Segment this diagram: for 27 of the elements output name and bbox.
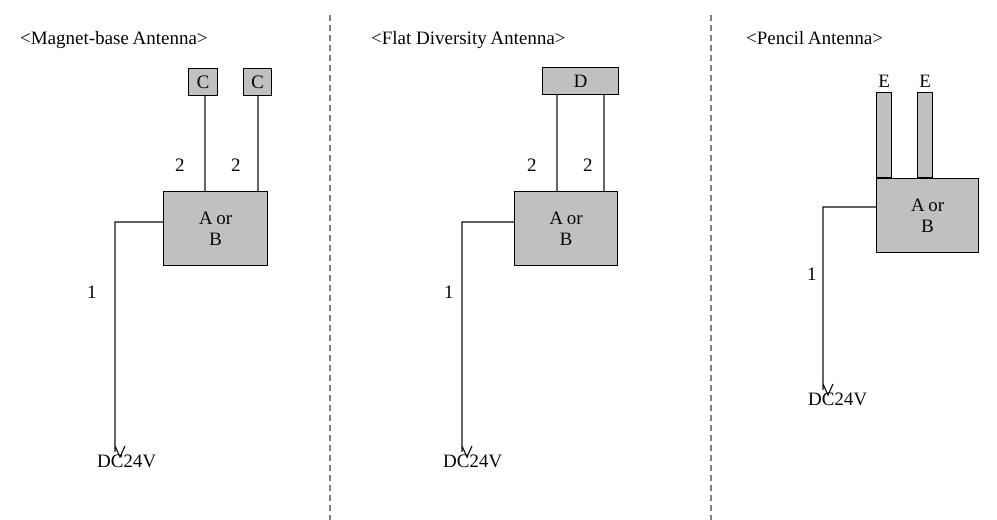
box-label: A or B <box>198 208 234 250</box>
box-label: C <box>251 72 264 92</box>
connector-line <box>204 96 206 191</box>
module-box <box>542 67 619 95</box>
arrow <box>822 206 876 396</box>
module-box <box>243 68 272 96</box>
voltage-label: DC24V <box>443 452 502 472</box>
panel-title: <Flat Diversity Antenna> <box>371 28 566 50</box>
module-box <box>876 178 979 253</box>
connector-line <box>603 95 605 191</box>
box-label: C <box>196 72 210 92</box>
panel-title: <Magnet-base Antenna> <box>20 28 208 50</box>
connector-line <box>257 96 259 191</box>
module-box <box>163 191 268 266</box>
connector-line <box>556 95 558 191</box>
box-label: A or B <box>910 194 946 236</box>
arrow <box>461 221 514 458</box>
antenna-label: E <box>919 72 931 92</box>
box-label: A or B <box>548 208 584 250</box>
antenna-label: E <box>878 72 890 92</box>
box-label: D <box>574 70 588 92</box>
voltage-label: DC24V <box>97 452 156 472</box>
arrow <box>114 221 163 458</box>
module-box <box>514 191 618 266</box>
module-box <box>188 68 218 96</box>
panel-title: <Pencil Antenna> <box>746 28 883 50</box>
voltage-label: DC24V <box>808 390 868 410</box>
